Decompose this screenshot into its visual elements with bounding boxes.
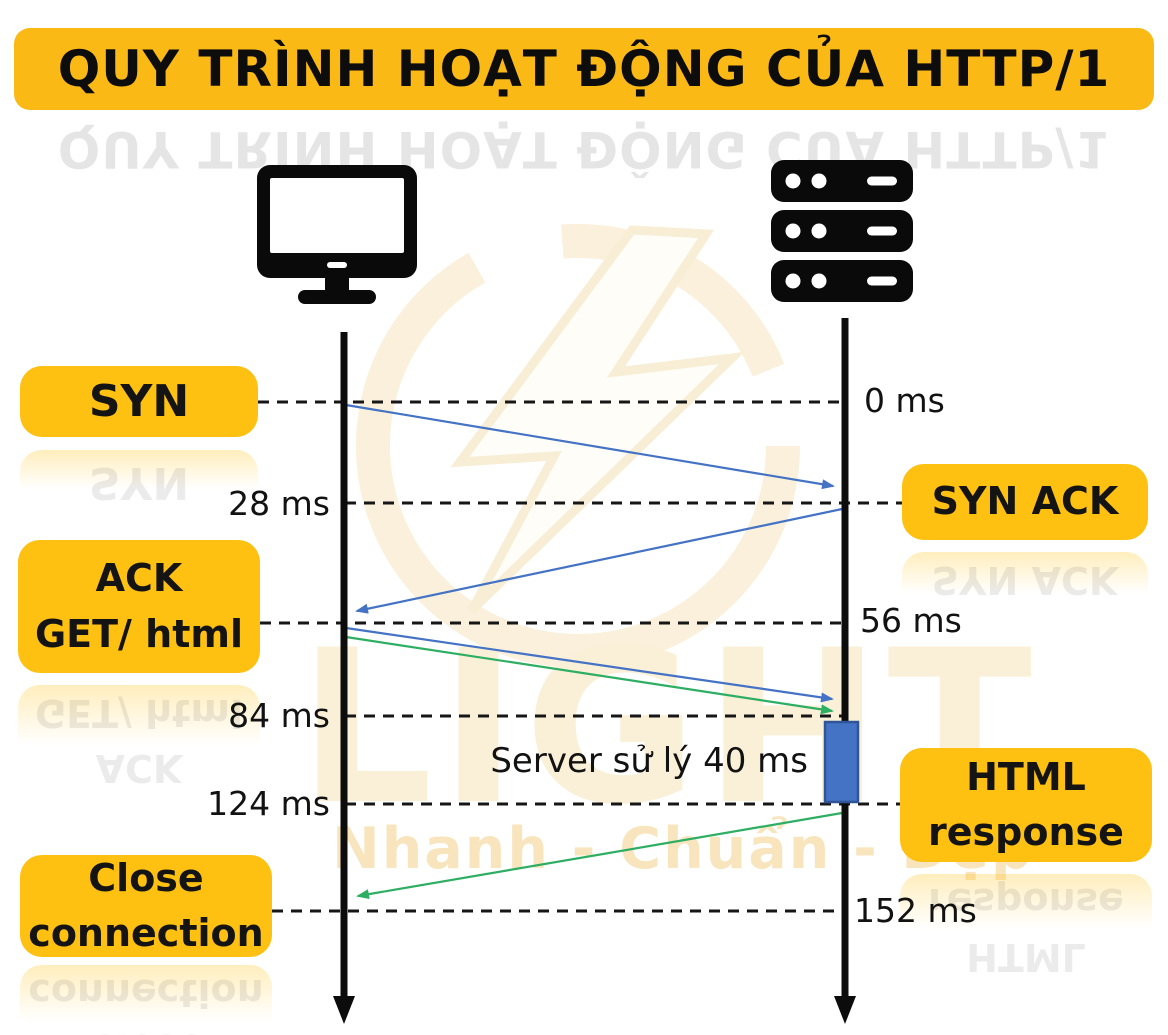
desktop-computer-icon bbox=[257, 165, 417, 304]
html-response-label-line2: response bbox=[928, 810, 1124, 854]
close-connection-label-line1: Close bbox=[88, 855, 204, 900]
time-124ms: 124 ms bbox=[207, 784, 330, 823]
close-connection-label: Close connection bbox=[20, 855, 272, 957]
server-processing-block bbox=[823, 720, 860, 804]
server-rack-icon bbox=[771, 160, 913, 302]
client-lifeline-arrowhead bbox=[333, 996, 355, 1024]
syn-ack-label-text: SYN ACK bbox=[931, 479, 1119, 524]
syn-arrow bbox=[345, 403, 835, 490]
time-84ms: 84 ms bbox=[228, 696, 330, 735]
ack-arrow bbox=[345, 626, 834, 703]
close-connection-label-line2: connection bbox=[28, 911, 264, 955]
title-reflection: QUY TRÌNH HOẠT ĐỘNG CỦA HTTP/1 bbox=[57, 120, 1111, 178]
get-request-arrow bbox=[345, 635, 834, 715]
time-56ms: 56 ms bbox=[860, 601, 962, 640]
server-processing-label: Server sử lý 40 ms bbox=[490, 741, 808, 781]
html-response-arrow bbox=[356, 811, 843, 900]
page-title: QUY TRÌNH HOẠT ĐỘNG CỦA HTTP/1 bbox=[57, 40, 1111, 98]
time-28ms: 28 ms bbox=[228, 484, 330, 523]
html-response-label-line1: HTML bbox=[966, 754, 1086, 799]
syn-label-reflection: SYN bbox=[20, 450, 258, 521]
server-lifeline-arrowhead bbox=[834, 996, 856, 1024]
html-response-label: HTML response bbox=[900, 748, 1152, 862]
syn-ack-arrow bbox=[355, 507, 843, 614]
ack-get-label: ACK GET/ html bbox=[18, 540, 260, 673]
ack-get-label-reflection: ACK GET/ html bbox=[18, 685, 260, 795]
syn-ack-label-reflection: SYN ACK bbox=[902, 552, 1148, 628]
html-response-label-reflection: HTML response bbox=[900, 874, 1152, 974]
title-banner: QUY TRÌNH HOẠT ĐỘNG CỦA HTTP/1 bbox=[14, 28, 1154, 110]
time-0ms: 0 ms bbox=[864, 381, 945, 420]
time-152ms: 152 ms bbox=[854, 891, 977, 930]
ack-get-label-line1: ACK bbox=[95, 556, 183, 601]
close-connection-label-reflection: Close connection bbox=[20, 965, 272, 1035]
syn-label: SYN bbox=[20, 366, 258, 437]
syn-label-text: SYN bbox=[88, 375, 190, 427]
syn-ack-label: SYN ACK bbox=[902, 464, 1148, 540]
ack-get-label-line2: GET/ html bbox=[34, 611, 244, 656]
